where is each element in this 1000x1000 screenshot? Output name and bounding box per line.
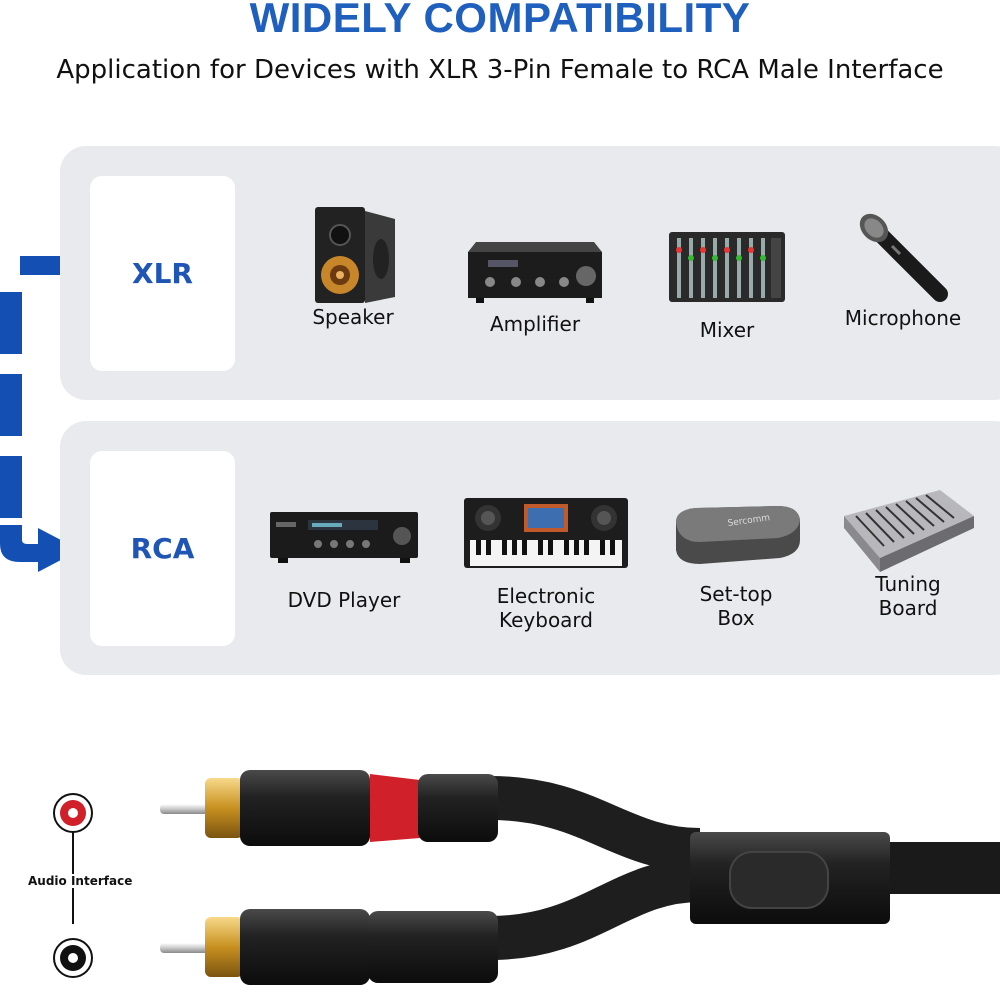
device-dvd-player: DVD Player bbox=[266, 510, 422, 612]
device-label-line1: Tuning bbox=[875, 572, 941, 596]
device-speaker: Speaker bbox=[298, 205, 408, 329]
device-set-top-box: Sercomm Set-top Box bbox=[664, 500, 808, 630]
device-electronic-keyboard: Electronic Keyboard bbox=[458, 496, 634, 632]
page-subtitle: Application for Devices with XLR 3-Pin F… bbox=[56, 55, 944, 85]
device-tuning-board: Tuning Board bbox=[838, 486, 978, 620]
amplifier-icon bbox=[468, 242, 602, 303]
rca-black-jack-icon bbox=[53, 938, 93, 978]
device-label: Microphone bbox=[844, 306, 962, 330]
page-title: WIDELY COMPATIBILITY bbox=[249, 0, 751, 41]
audio-interface-label: Audio Interface bbox=[26, 874, 135, 888]
device-amplifier: Amplifier bbox=[460, 236, 610, 336]
keyboard-icon bbox=[464, 498, 628, 568]
device-label: Speaker bbox=[312, 305, 394, 329]
device-label-line1: Electronic bbox=[496, 584, 596, 608]
device-mixer: Mixer bbox=[662, 230, 792, 342]
device-label: Mixer bbox=[699, 318, 755, 342]
xlr-tag: XLR bbox=[90, 176, 235, 371]
device-label-line2: Keyboard bbox=[498, 608, 593, 632]
xlr-tag-label: XLR bbox=[132, 257, 193, 290]
device-label-line1: Set-top bbox=[699, 582, 773, 606]
device-label: Amplifier bbox=[489, 312, 581, 336]
xlr-to-rca-cable-illustration bbox=[53, 770, 1000, 985]
device-label-line2: Board bbox=[878, 596, 938, 620]
set-top-box-icon: Sercomm bbox=[676, 506, 800, 564]
device-label-line2: Box bbox=[717, 606, 755, 630]
dvd-player-icon bbox=[270, 512, 418, 563]
device-label: DVD Player bbox=[287, 588, 401, 612]
device-microphone: Microphone bbox=[838, 212, 968, 330]
mixer-icon bbox=[669, 232, 785, 302]
rca-red-jack-icon bbox=[53, 793, 93, 833]
microphone-icon bbox=[859, 213, 948, 302]
tuning-board-icon bbox=[844, 490, 974, 572]
rca-tag-label: RCA bbox=[130, 532, 195, 565]
rca-tag: RCA bbox=[90, 451, 235, 646]
speaker-icon bbox=[315, 207, 395, 303]
